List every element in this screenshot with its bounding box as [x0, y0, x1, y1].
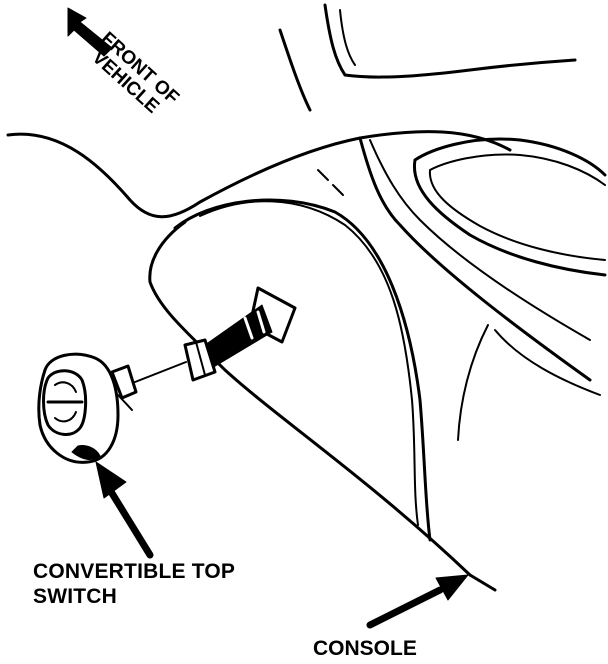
- console-callout-arrow-icon: [366, 586, 444, 629]
- switch-callout-arrow-head: [95, 461, 127, 499]
- lower-console-line: [494, 329, 601, 396]
- console-side-panel: [148, 220, 472, 577]
- switch-rear-clip-2: [117, 394, 133, 411]
- convertible-top-switch-label-line1: CONVERTIBLE TOP: [33, 560, 235, 583]
- upper-rear-panel: [278, 28, 312, 112]
- wiring-harness-wedge: [204, 304, 273, 369]
- storage-bin-recess: [412, 137, 607, 277]
- switch-rear-clip: [110, 364, 138, 400]
- console-seam-dash: [317, 169, 344, 196]
- upper-shelf-outline: [323, 3, 577, 79]
- armrest-lid-edge: [369, 139, 591, 341]
- console-callout-arrow-head: [435, 574, 469, 601]
- convertible-top-switch-label-line2: SWITCH: [33, 585, 117, 608]
- switch-rocker-detail: [54, 381, 77, 423]
- switch-callout-arrow-icon: [106, 486, 154, 559]
- console-label: CONSOLE: [313, 637, 417, 660]
- front-of-vehicle-arrow-icon: [67, 7, 113, 57]
- storage-bin-inner: [428, 153, 606, 261]
- upper-shelf-edge: [339, 9, 356, 66]
- convertible-top-switch-body: [37, 352, 120, 464]
- switch-rocker-face: [42, 369, 88, 436]
- front-of-vehicle-label: FRONT OF VEHICLE: [88, 28, 183, 118]
- console-inner-curve-2: [199, 200, 419, 526]
- switch-base-shadow: [71, 445, 101, 460]
- armrest-lid-outline: [358, 136, 592, 382]
- console-body-outline: [6, 130, 512, 219]
- console-edge-pointer: [468, 573, 497, 592]
- wiring-harness-stripes: [243, 310, 266, 340]
- lower-console-line-2: [457, 324, 489, 441]
- switch-to-connector-line: [134, 361, 187, 383]
- connector-detail: [195, 341, 206, 376]
